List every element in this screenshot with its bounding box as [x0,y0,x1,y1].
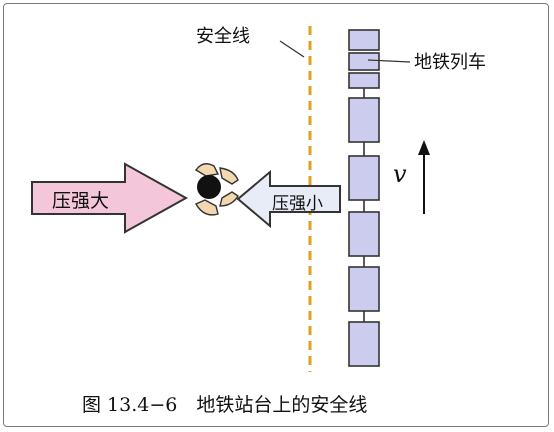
high-pressure-label: 压强大 [52,190,110,212]
safety-line-label: 安全线 [196,26,250,47]
train-car [348,266,380,312]
train-car [348,52,380,71]
train-leader [367,59,411,63]
train-car [348,321,380,367]
low-pressure-arrow [236,169,341,229]
velocity-arrow [418,140,430,214]
image-frame [3,3,549,427]
subway-train [348,29,380,367]
train-car [348,72,380,89]
train-label: 地铁列车 [414,52,486,73]
high-pressure-arrow [31,162,189,234]
velocity-label: v [393,160,407,188]
train-car [348,211,380,257]
train-car [348,155,380,201]
low-pressure-label: 压强小 [272,194,323,214]
train-car [348,97,380,143]
person-icon [194,163,239,216]
train-car [348,29,380,51]
safety-line-leader [279,40,305,58]
figure-caption: 图 13.4−6 地铁站台上的安全线 [82,394,368,416]
